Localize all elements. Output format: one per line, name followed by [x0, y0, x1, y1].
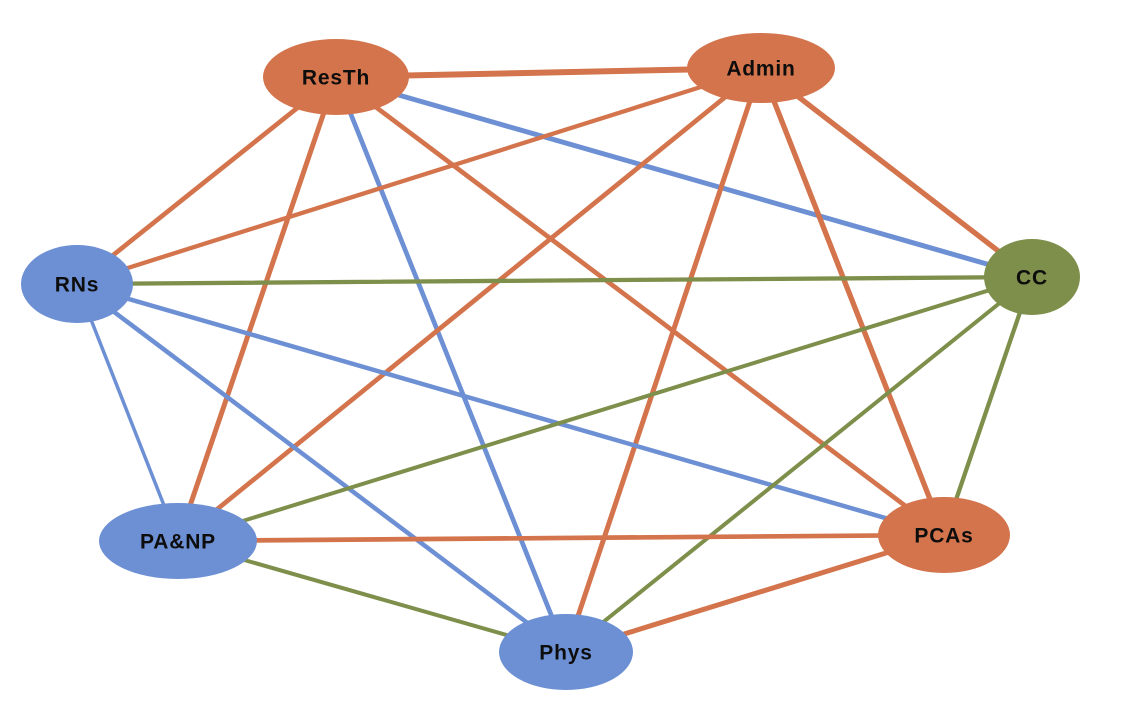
node-ellipse-pcas: [878, 497, 1010, 573]
node-rns: RNs: [21, 245, 133, 323]
node-label-cc: CC: [1016, 266, 1048, 289]
edge-resth-pa-np: [175, 74, 339, 544]
edge-rns-pa-np: [75, 282, 180, 543]
node-label-admin: Admin: [726, 57, 795, 80]
edge-admin-rns: [74, 65, 764, 287]
edge-resth-rns: [74, 74, 339, 287]
edge-cc-pcas: [941, 274, 1035, 538]
edge-cc-pa-np: [176, 275, 1034, 543]
node-label-rns: RNs: [55, 273, 99, 296]
edge-cc-phys: [564, 275, 1034, 654]
node-ellipse-cc: [984, 239, 1080, 315]
node-label-phys: Phys: [539, 641, 592, 664]
node-ellipse-admin: [687, 33, 835, 103]
edge-resth-pcas: [333, 74, 947, 538]
node-pcas: PCAs: [878, 497, 1010, 573]
node-ellipse-phys: [499, 614, 633, 690]
node-phys: Phys: [499, 614, 633, 690]
edge-rns-phys: [74, 281, 569, 655]
node-admin: Admin: [687, 33, 835, 103]
edge-resth-cc: [333, 74, 1035, 280]
node-pa-np: PA&NP: [99, 503, 257, 579]
node-label-pcas: PCAs: [914, 524, 973, 547]
edge-pa-np-pcas: [175, 532, 947, 544]
edge-admin-pa-np: [175, 65, 764, 544]
edge-pcas-phys: [563, 532, 947, 655]
node-ellipse-resth: [263, 39, 409, 115]
node-label-resth: ResTh: [302, 66, 370, 89]
node-cc: CC: [984, 239, 1080, 315]
edge-rns-cc: [74, 274, 1035, 287]
edge-admin-phys: [563, 65, 764, 655]
edge-resth-phys: [333, 74, 569, 655]
node-resth: ResTh: [263, 39, 409, 115]
node-label-pa-np: PA&NP: [140, 530, 216, 553]
node-ellipse-rns: [21, 245, 133, 323]
edge-admin-pcas: [758, 65, 947, 538]
edge-rns-pcas: [74, 281, 947, 538]
edge-admin-cc: [758, 65, 1035, 280]
node-ellipse-pa-np: [99, 503, 257, 579]
